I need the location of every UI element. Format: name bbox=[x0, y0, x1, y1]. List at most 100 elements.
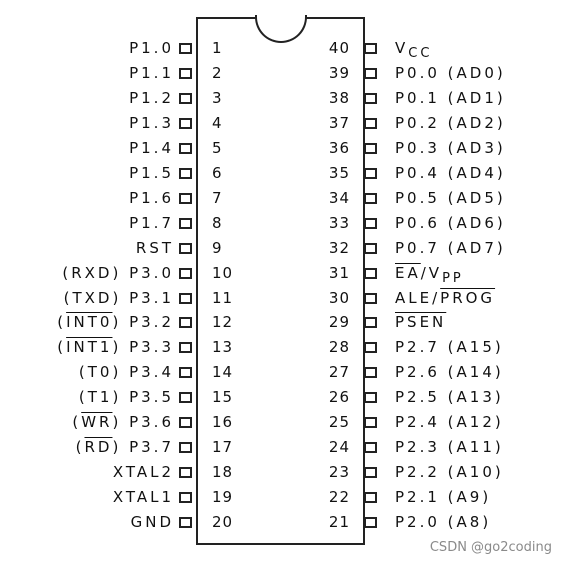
label-text: P1.4 bbox=[129, 138, 174, 157]
right-pin-number: 24 bbox=[328, 438, 350, 457]
label-text: P2.7 (A15) bbox=[395, 338, 504, 357]
right-pin-27 bbox=[364, 367, 377, 379]
label-text: P0.3 (AD3) bbox=[395, 138, 506, 157]
left-pin-label: P1.0 bbox=[129, 39, 174, 57]
label-text: P0.7 (AD7) bbox=[395, 238, 506, 257]
right-pin-34 bbox=[364, 192, 377, 204]
right-pin-label: P0.7 (AD7) bbox=[395, 239, 506, 257]
subscript-text: PP bbox=[442, 270, 464, 286]
left-pin-label: (T1) P3.5 bbox=[79, 388, 174, 406]
left-pin-15 bbox=[179, 392, 192, 404]
left-pin-label: P1.2 bbox=[129, 89, 174, 107]
label-text: /V bbox=[420, 263, 443, 282]
left-pin-number: 6 bbox=[212, 163, 223, 182]
right-pin-28 bbox=[364, 342, 377, 354]
right-pin-label: P0.3 (AD3) bbox=[395, 139, 506, 157]
left-pin-number: 7 bbox=[212, 188, 223, 207]
right-pin-label: ALE/PROG bbox=[395, 289, 495, 307]
left-pin-19 bbox=[179, 492, 192, 504]
right-pin-number: 39 bbox=[328, 63, 350, 82]
label-text: ( bbox=[57, 313, 67, 332]
right-pin-label: P2.0 (A8) bbox=[395, 513, 491, 531]
label-text: P0.0 (AD0) bbox=[395, 63, 506, 82]
right-pin-label: P0.2 (AD2) bbox=[395, 114, 506, 132]
right-pin-number: 40 bbox=[328, 39, 350, 57]
left-pin-11 bbox=[179, 292, 192, 304]
left-pin-17 bbox=[179, 442, 192, 454]
left-pin-number: 16 bbox=[212, 413, 234, 432]
left-pin-2 bbox=[179, 67, 192, 79]
right-pin-label: P0.1 (AD1) bbox=[395, 89, 506, 107]
left-pin-label: P1.6 bbox=[129, 189, 174, 207]
label-text: ) P3.3 bbox=[112, 338, 174, 357]
right-pin-number: 23 bbox=[328, 463, 350, 482]
left-pin-13 bbox=[179, 342, 192, 354]
label-text: P1.0 bbox=[129, 39, 174, 57]
chip-body bbox=[196, 17, 365, 545]
right-pin-label: P0.6 (AD6) bbox=[395, 214, 506, 232]
label-text: P2.4 (A12) bbox=[395, 413, 504, 432]
right-pin-26 bbox=[364, 392, 377, 404]
label-text: RST bbox=[135, 238, 174, 257]
left-pin-9 bbox=[179, 242, 192, 254]
right-pin-39 bbox=[364, 67, 377, 79]
left-pin-16 bbox=[179, 417, 192, 429]
label-text: P2.2 (A10) bbox=[395, 463, 504, 482]
label-text: ) P3.2 bbox=[112, 313, 174, 332]
right-pin-number: 33 bbox=[328, 213, 350, 232]
right-pin-22 bbox=[364, 492, 377, 504]
left-pin-number: 8 bbox=[212, 213, 223, 232]
label-text: P0.4 (AD4) bbox=[395, 163, 506, 182]
right-pin-label: VCC bbox=[395, 39, 432, 61]
left-pin-label: (TXD) P3.1 bbox=[64, 289, 174, 307]
label-text: ) P3.6 bbox=[112, 413, 174, 432]
label-text: P0.1 (AD1) bbox=[395, 88, 506, 107]
left-pin-label: (INT1) P3.3 bbox=[57, 338, 174, 356]
left-pin-7 bbox=[179, 192, 192, 204]
left-pin-label: P1.7 bbox=[129, 214, 174, 232]
right-pin-number: 26 bbox=[328, 388, 350, 407]
right-pin-number: 21 bbox=[328, 513, 350, 532]
right-pin-number: 30 bbox=[328, 288, 350, 307]
label-text: (RXD) P3.0 bbox=[62, 263, 174, 282]
right-pin-38 bbox=[364, 92, 377, 104]
label-text: ( bbox=[57, 338, 67, 357]
right-pin-number: 35 bbox=[328, 163, 350, 182]
left-pin-number: 19 bbox=[212, 488, 234, 507]
left-pin-number: 4 bbox=[212, 113, 223, 132]
label-text: V bbox=[395, 39, 409, 57]
label-text: ) P3.7 bbox=[112, 438, 174, 457]
left-pin-label: XTAL1 bbox=[113, 488, 174, 506]
right-pin-23 bbox=[364, 467, 377, 479]
left-pin-label: XTAL2 bbox=[113, 463, 174, 481]
right-pin-number: 37 bbox=[328, 113, 350, 132]
left-pin-label: (INT0) P3.2 bbox=[57, 313, 174, 331]
left-pin-5 bbox=[179, 142, 192, 154]
right-pin-label: P2.5 (A13) bbox=[395, 388, 504, 406]
right-pin-number: 27 bbox=[328, 363, 350, 382]
left-pin-label: (WR) P3.6 bbox=[72, 413, 174, 431]
label-text: P2.5 (A13) bbox=[395, 388, 504, 407]
right-pin-number: 36 bbox=[328, 138, 350, 157]
left-pin-18 bbox=[179, 467, 192, 479]
left-pin-number: 17 bbox=[212, 438, 234, 457]
label-text: P1.6 bbox=[129, 188, 174, 207]
right-pin-number: 25 bbox=[328, 413, 350, 432]
right-pin-21 bbox=[364, 517, 377, 529]
right-pin-number: 34 bbox=[328, 188, 350, 207]
right-pin-label: P2.7 (A15) bbox=[395, 338, 504, 356]
right-pin-number: 31 bbox=[328, 263, 350, 282]
label-text: GND bbox=[130, 513, 174, 532]
right-pin-35 bbox=[364, 167, 377, 179]
overlined-signal: INT0 bbox=[66, 313, 113, 332]
right-pin-31 bbox=[364, 267, 377, 279]
left-pin-label: P1.3 bbox=[129, 114, 174, 132]
right-pin-number: 38 bbox=[328, 88, 350, 107]
left-pin-number: 15 bbox=[212, 388, 234, 407]
right-pin-number: 32 bbox=[328, 238, 350, 257]
right-pin-number: 29 bbox=[328, 313, 350, 332]
label-text: P0.5 (AD5) bbox=[395, 188, 506, 207]
right-pin-label: PSEN bbox=[395, 313, 446, 331]
label-text: P2.1 (A9) bbox=[395, 488, 492, 507]
right-pin-label: P2.3 (A11) bbox=[395, 438, 504, 456]
